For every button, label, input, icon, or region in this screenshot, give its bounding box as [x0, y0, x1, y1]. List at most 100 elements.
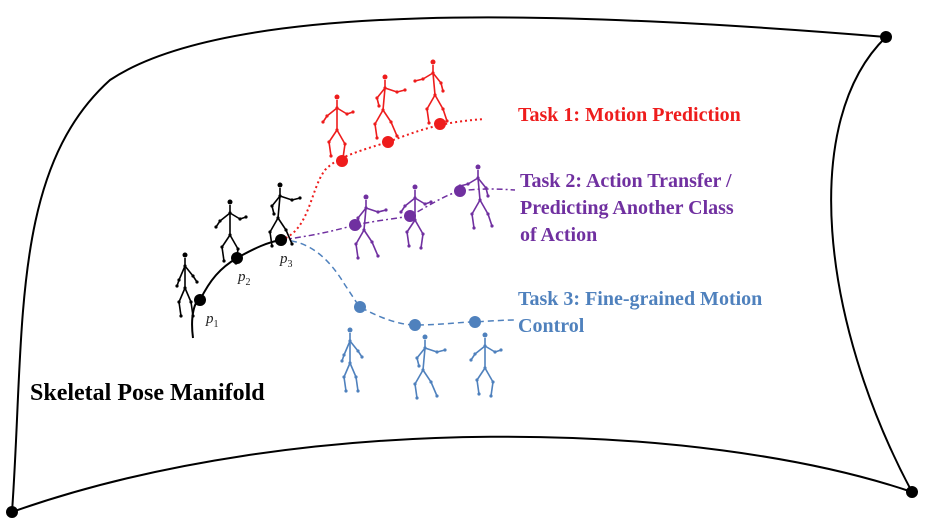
skeleton-figure [214, 199, 248, 265]
skeleton-joint [399, 210, 403, 214]
skeleton-figure [399, 184, 433, 250]
skeleton-head [182, 252, 188, 258]
task3-label: Task 3: Fine-grained Motion Control [518, 288, 763, 337]
skeleton-bone [355, 229, 365, 245]
skeleton-bone [420, 233, 424, 249]
task2-point-3 [454, 185, 466, 197]
skeleton-bone [406, 219, 416, 233]
skeleton-bone [343, 362, 351, 378]
skeleton-bone [221, 234, 231, 248]
task3-trajectory [280, 239, 516, 326]
skeleton-bone [426, 94, 436, 110]
skeleton-bone [271, 195, 281, 207]
skeleton-bone [404, 197, 416, 207]
skeleton-joint [191, 314, 195, 318]
skeleton-figure [321, 94, 355, 160]
task1-point-2 [382, 136, 394, 148]
skeleton-joint [469, 358, 473, 362]
skeleton-bone [414, 219, 424, 235]
task1-point-3 [434, 118, 446, 130]
skeleton-joint [341, 156, 345, 160]
skeleton-joint [499, 348, 503, 352]
skeleton-joint [489, 394, 493, 398]
skeleton-bone [422, 369, 432, 383]
skeleton-joint [344, 389, 348, 393]
skeleton-bone [269, 217, 279, 233]
skeleton-head [227, 199, 233, 205]
skeleton-head [412, 184, 418, 190]
skeleton-joint [175, 284, 179, 288]
point-label-p1: p1 [205, 311, 219, 330]
skeleton-joint [407, 244, 411, 248]
skeleton-bone [365, 207, 379, 213]
skeleton-figure [373, 74, 407, 140]
skeleton-joint [214, 225, 218, 229]
skeleton-bone [184, 287, 192, 303]
skeleton-bone [476, 367, 486, 381]
skeleton-figures [175, 59, 503, 400]
skeleton-head [430, 59, 436, 65]
skeleton-bone [326, 107, 338, 117]
skeleton-bone [467, 177, 479, 185]
skeleton-bone [390, 121, 398, 137]
skeleton-bone [484, 345, 496, 353]
manifold-corner-bottom-right [906, 486, 918, 498]
skeleton-joint [376, 254, 380, 258]
skeleton-bone [371, 241, 379, 257]
manifold-corner-top-right [880, 31, 892, 43]
skeleton-bone [229, 212, 241, 220]
skeleton-bone [349, 362, 357, 378]
skeleton-joint [486, 194, 490, 198]
skeleton-bone [424, 347, 438, 353]
skeleton-joint [419, 246, 423, 250]
skeleton-head [382, 74, 388, 80]
skeleton-bone [484, 367, 494, 383]
skeleton-joint [477, 392, 481, 396]
skeleton-bone [229, 234, 239, 250]
skeleton-joint [384, 208, 388, 212]
skeleton-joint [290, 242, 294, 246]
skeleton-bone [479, 199, 489, 215]
skeleton-bone [471, 199, 481, 215]
skeleton-joint [395, 134, 399, 138]
skeleton-bone [343, 376, 347, 392]
skeleton-bone [432, 72, 442, 84]
skeleton-joint [427, 121, 431, 125]
skeleton-bone [336, 107, 348, 115]
skeleton-joint [458, 184, 462, 188]
skeleton-joint [234, 261, 238, 265]
task1-trajectory [280, 118, 486, 241]
skeleton-joint [441, 89, 445, 93]
skeleton-bone [384, 87, 398, 93]
observed-point-p1 [194, 294, 206, 306]
skeleton-joint [377, 104, 381, 108]
skeleton-bone [184, 265, 194, 277]
skeleton-head [475, 164, 481, 170]
skeleton-bone [414, 197, 426, 205]
skeleton-bone [178, 265, 186, 281]
skeleton-joint [351, 110, 355, 114]
skeleton-bone [269, 231, 273, 247]
skeleton-bone [477, 177, 487, 189]
skeleton-bone [277, 217, 287, 231]
skeleton-bone [432, 72, 436, 96]
skeleton-joint [443, 348, 447, 352]
skeleton-joint [490, 224, 494, 228]
skeleton-bone [357, 207, 367, 219]
skeleton-head [347, 327, 353, 333]
skeleton-joint [358, 224, 362, 228]
skeleton-bone [434, 94, 444, 110]
skeleton-bone [430, 381, 438, 397]
skeleton-bone [285, 229, 293, 245]
task2-label: Task 2: Action Transfer / Predicting Ano… [520, 170, 734, 246]
skeleton-joint [356, 389, 360, 393]
skeleton-bone [279, 195, 293, 201]
skeleton-bone [471, 213, 475, 229]
skeleton-bone [328, 129, 338, 143]
skeleton-bone [422, 347, 426, 371]
skeleton-bone [406, 231, 410, 247]
skeleton-joint [429, 200, 433, 204]
skeleton-bone [422, 72, 434, 80]
skeleton-bone [219, 212, 231, 222]
